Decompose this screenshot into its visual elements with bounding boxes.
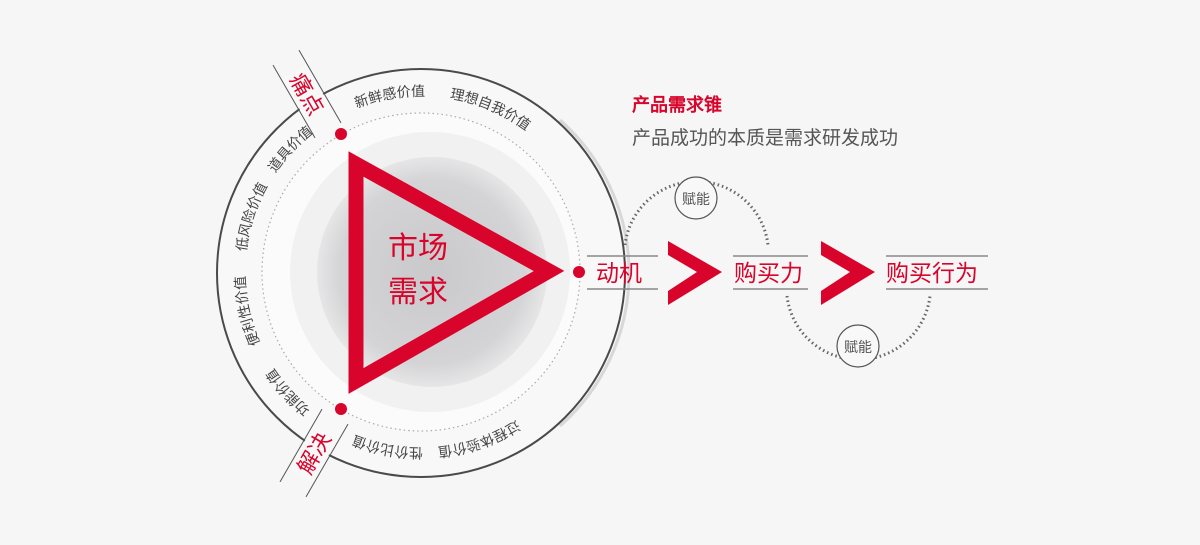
chevron-right-icon <box>821 241 875 305</box>
diagram-subtitle: 产品成功的本质是需求研发成功 <box>632 127 898 149</box>
enable-label-bottom: 赋能 <box>844 340 872 356</box>
outer-ring-highlight <box>559 118 631 428</box>
center-label-line1: 市场 <box>388 231 448 266</box>
flow-motive: 动机 <box>587 255 658 290</box>
purchase-behavior-label: 购买行为 <box>886 261 978 287</box>
enable-label-top: 赋能 <box>682 192 710 208</box>
flow-purchase-behavior: 购买行为 <box>886 255 988 290</box>
enable-badge-top: 赋能 <box>674 176 718 220</box>
flow-purchasing-power: 购买力 <box>733 255 808 290</box>
motive-label: 动机 <box>596 261 642 287</box>
demand-triangle <box>348 151 565 394</box>
center-label-line2: 需求 <box>388 275 448 310</box>
enable-badge-bottom: 赋能 <box>836 324 880 368</box>
purchasing-power-label: 购买力 <box>734 261 803 287</box>
solve-dot <box>335 403 347 415</box>
gray-core <box>317 157 547 387</box>
chevron-right-icon <box>668 241 722 305</box>
motive-dot <box>573 266 585 278</box>
pain-dot <box>335 128 347 140</box>
diagram-title: 产品需求锥 <box>632 94 722 116</box>
